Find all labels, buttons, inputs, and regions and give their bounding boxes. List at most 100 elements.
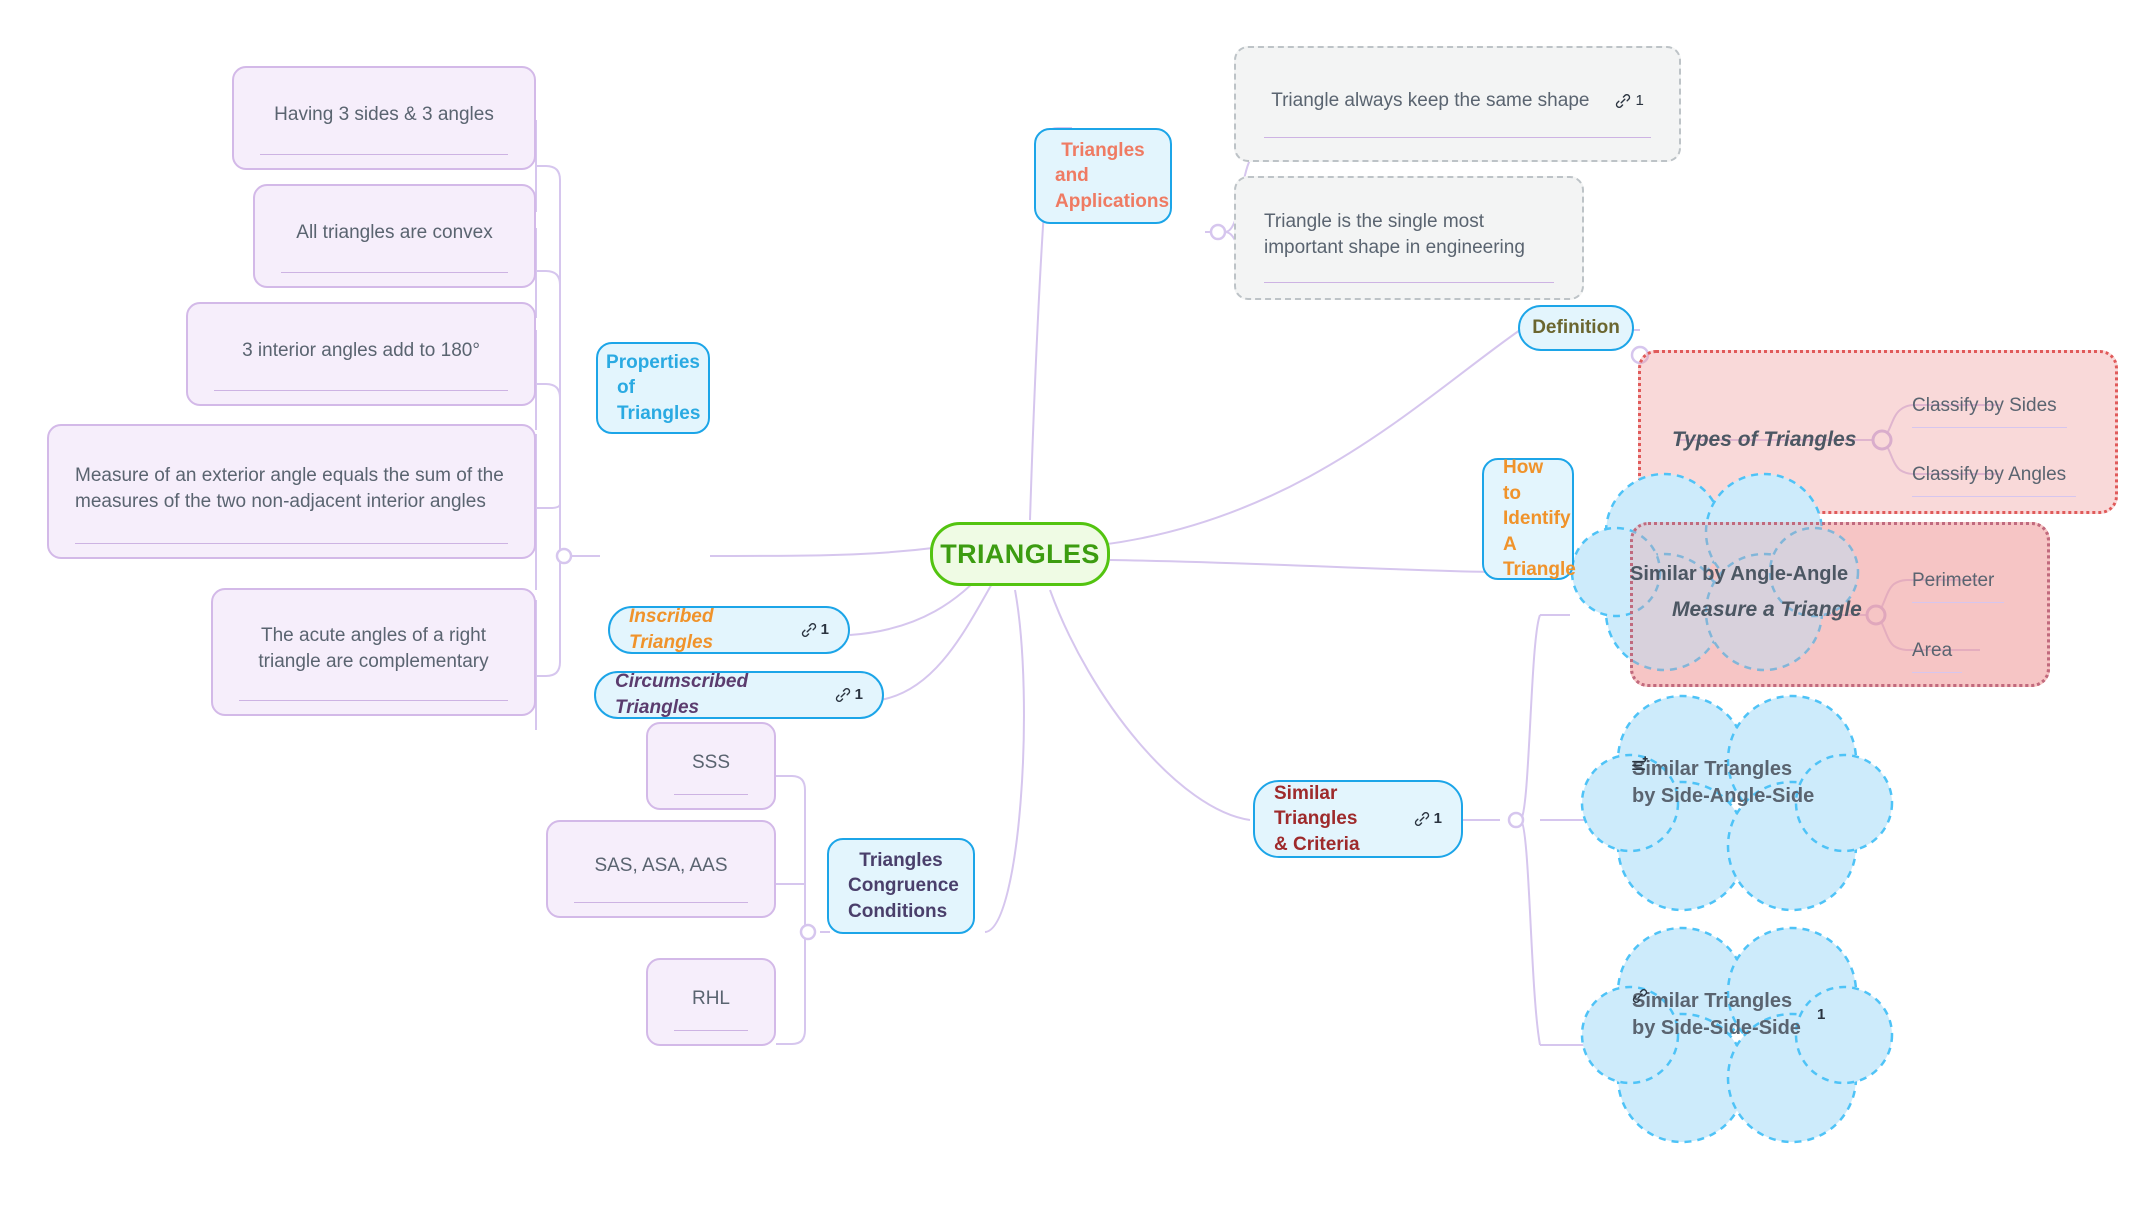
link-icon[interactable]: 1 <box>1414 809 1442 829</box>
link-count: 1 <box>1816 1005 1826 1023</box>
node-underline <box>281 272 508 273</box>
classify-by-sides[interactable]: Classify by Sides <box>1912 395 2067 428</box>
application-text: Triangle always keep the same shape <box>1271 90 1590 112</box>
node-underline <box>239 700 508 701</box>
similar-angle-angle-label: Similar by Angle-Angle <box>1630 563 1848 586</box>
cloud-sss-label: Similar Triangles by Side-Side-Side 1 <box>1632 988 1825 1042</box>
cloud-similar-side-angle-side[interactable]: Similar Triangles by Side-Angle-Side <box>1580 688 1894 918</box>
root-node-triangles[interactable]: TRIANGLES <box>930 522 1110 586</box>
classify-by-sides-text: Classify by Sides <box>1912 395 2057 416</box>
link-icon[interactable]: 1 <box>801 620 829 640</box>
summary-measure-overlay <box>1630 522 2050 687</box>
summary-types-label-text: Types of Triangles <box>1672 428 1857 451</box>
root-node-label: TRIANGLES <box>940 538 1100 569</box>
cloud-sas-label: Similar Triangles by Side-Angle-Side <box>1632 756 1830 810</box>
area-node[interactable]: Area <box>1912 640 1963 673</box>
application-node-engineering[interactable]: Triangle is the single most important sh… <box>1234 176 1584 300</box>
congruence-text: SAS, ASA, AAS <box>594 855 728 877</box>
cloud-shape <box>1580 694 1894 912</box>
junction-dot <box>799 923 817 941</box>
cloud-sas-line2: by Side-Angle-Side <box>1632 785 1815 807</box>
junction-dot <box>555 547 573 565</box>
node-underline <box>260 154 508 155</box>
summary-measure-label: Measure a Triangle <box>1672 598 1862 622</box>
property-text: Measure of an exterior angle equals the … <box>75 464 504 512</box>
node-underline <box>214 390 508 391</box>
congruence-node-sas-asa-aas[interactable]: SAS, ASA, AAS <box>546 820 776 918</box>
classify-by-angles-text: Classify by Angles <box>1912 464 2067 485</box>
link-count: 1 <box>820 620 829 638</box>
link-icon[interactable]: 1 <box>835 685 863 705</box>
properties-line2: of <box>617 377 635 399</box>
perimeter-node[interactable]: Perimeter <box>1912 570 2005 603</box>
properties-line3: Triangles <box>617 402 701 424</box>
branch-triangles-applications[interactable]: Triangles and Applications <box>1034 128 1172 224</box>
cloud-similar-side-side-side[interactable]: Similar Triangles by Side-Side-Side 1 <box>1580 920 1894 1150</box>
node-underline <box>1912 495 2077 497</box>
summary-measure-label-text: Measure a Triangle <box>1672 598 1862 621</box>
property-text: The acute angles of a right triangle are… <box>258 625 489 672</box>
applications-line2: and <box>1055 165 1089 187</box>
node-underline <box>674 794 748 795</box>
congruence-text: SSS <box>691 752 731 774</box>
similar-criteria-line2: & Criteria <box>1274 833 1360 855</box>
area-text: Area <box>1912 640 1953 661</box>
similar-criteria-line1: Similar Triangles <box>1274 782 1358 830</box>
congruence-node-rhl[interactable]: RHL <box>646 958 776 1046</box>
property-node-convex[interactable]: All triangles are convex <box>253 184 536 288</box>
link-icon[interactable]: 1 <box>1632 989 1826 1025</box>
node-underline <box>75 543 508 544</box>
perimeter-text: Perimeter <box>1912 570 1995 591</box>
property-node-acute-complementary[interactable]: The acute angles of a right triangle are… <box>211 588 536 716</box>
identify-line3: A <box>1503 533 1517 555</box>
branch-inscribed-triangles[interactable]: Inscribed Triangles 1 <box>608 606 850 654</box>
branch-properties-of-triangles[interactable]: Properties of Triangles <box>596 342 710 434</box>
identify-line2: Identify <box>1503 508 1571 530</box>
congruence-text: RHL <box>691 988 730 1010</box>
node-underline <box>1912 671 1963 673</box>
application-text: Triangle is the single most important sh… <box>1264 211 1525 258</box>
node-underline <box>1264 282 1554 283</box>
cloud-shape <box>1570 472 1860 672</box>
cloud-shape <box>1580 926 1894 1144</box>
cloud-sas-line1: Similar Triangles <box>1632 758 1793 780</box>
branch-definition[interactable]: Definition <box>1518 305 1634 351</box>
summary-types-label: Types of Triangles <box>1672 428 1856 452</box>
congruence-node-sss[interactable]: SSS <box>646 722 776 810</box>
applications-line1: Triangles <box>1061 139 1145 161</box>
inscribed-triangles-label: Inscribed Triangles <box>629 606 714 653</box>
link-count: 1 <box>1433 809 1442 827</box>
cloud-sss-line1: Similar Triangles <box>1632 990 1793 1012</box>
property-text: 3 interior angles add to 180° <box>242 340 480 362</box>
property-node-sides-angles[interactable]: Having 3 sides & 3 angles <box>232 66 536 170</box>
link-count: 1 <box>1635 91 1644 109</box>
junction-dot <box>1507 811 1525 829</box>
branch-circumscribed-triangles[interactable]: Circumscribed Triangles 1 <box>594 671 884 719</box>
property-text: All triangles are convex <box>296 222 493 244</box>
property-node-interior-180[interactable]: 3 interior angles add to 180° <box>186 302 536 406</box>
identify-line4: Triangle <box>1503 559 1576 581</box>
application-node-same-shape[interactable]: Triangle always keep the same shape 1 <box>1234 46 1681 162</box>
branch-congruence-conditions[interactable]: Triangles Congruence Conditions <box>827 838 975 934</box>
cloud-sss-line2: by Side-Side-Side <box>1632 1017 1801 1039</box>
property-node-exterior-angle[interactable]: Measure of an exterior angle equals the … <box>47 424 536 559</box>
classify-by-angles[interactable]: Classify by Angles <box>1912 464 2077 497</box>
identify-line1: How to <box>1503 456 1544 504</box>
node-underline <box>1264 137 1651 138</box>
node-underline <box>574 902 748 903</box>
property-text: Having 3 sides & 3 angles <box>274 104 494 126</box>
applications-line3: Applications <box>1055 190 1170 212</box>
node-underline <box>674 1030 748 1031</box>
definition-label: Definition <box>1532 317 1620 339</box>
link-icon[interactable]: 1 <box>1615 91 1644 111</box>
congruence-line3: Conditions <box>848 900 948 922</box>
branch-similar-triangles-criteria[interactable]: Similar Triangles & Criteria 1 <box>1253 780 1463 858</box>
junction-dot <box>1209 223 1227 241</box>
cloud-similar-angle-angle[interactable] <box>1570 466 1860 676</box>
link-count: 1 <box>854 685 863 703</box>
node-underline <box>1912 426 2067 428</box>
branch-how-to-identify[interactable]: How to Identify A Triangle <box>1482 456 1576 581</box>
node-underline <box>1912 601 2005 603</box>
summary-types-of-triangles[interactable] <box>1638 350 2118 514</box>
